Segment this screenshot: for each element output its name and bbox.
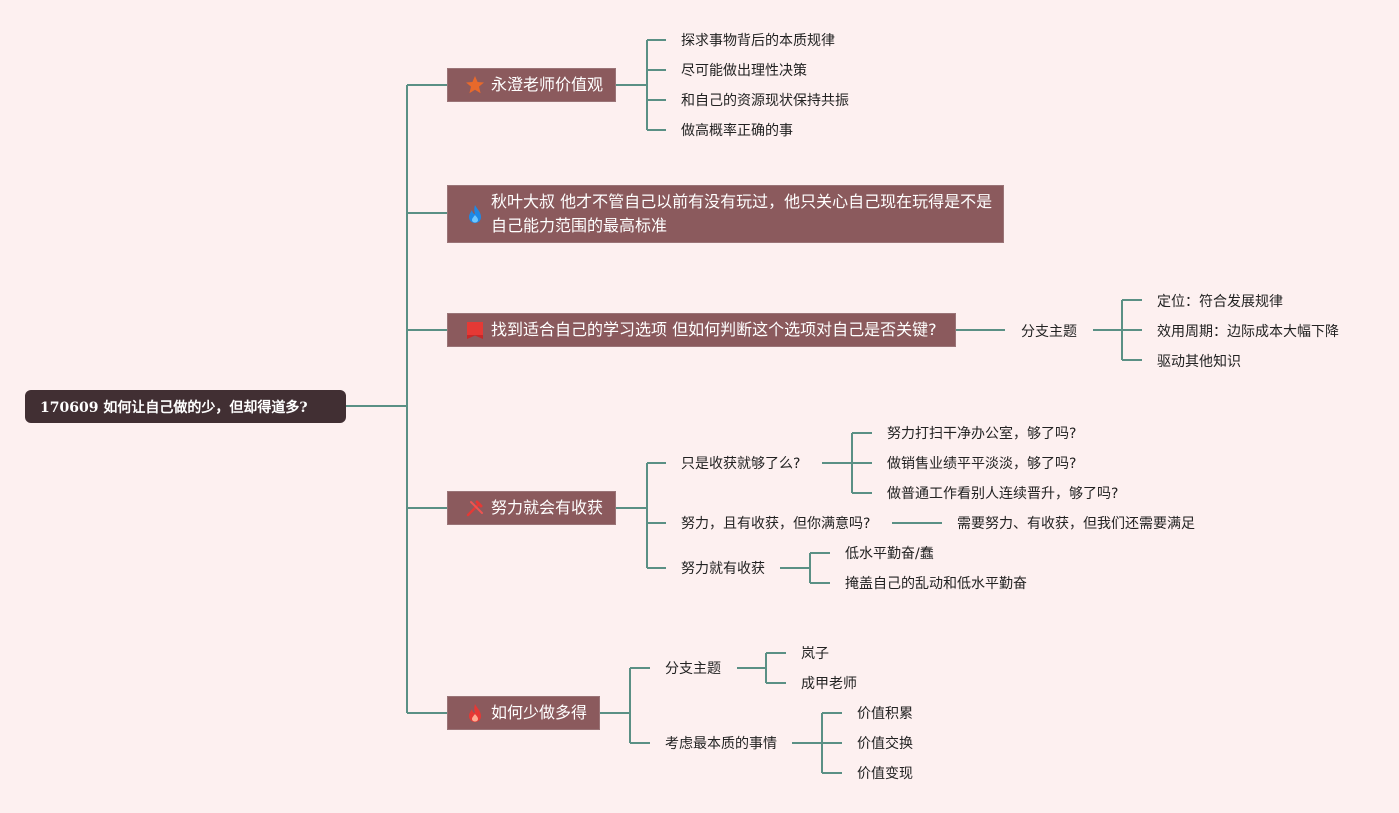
leaf-topic[interactable]: 价值变现 (857, 766, 913, 782)
main-topic-do-less[interactable]: 如何少做多得 (447, 696, 600, 730)
main-topic-learning-option[interactable]: 找到适合自己的学习选项 但如何判断这个选项对自己是否关键? (447, 313, 956, 347)
leaf-topic[interactable]: 驱动其他知识 (1157, 354, 1241, 370)
leaf-topic[interactable]: 需要努力、有收获，但我们还需要满足 (957, 516, 1195, 532)
sub-topic[interactable]: 考虑最本质的事情 (665, 736, 777, 752)
tools-icon (465, 498, 485, 518)
red-flame-icon (465, 703, 485, 723)
leaf-topic[interactable]: 成甲老师 (801, 676, 857, 692)
main-topic-qiuye[interactable]: 秋叶大叔 他才不管自己以前有没有玩过，他只关心自己现在玩得是不是自己能力范围的最… (447, 185, 1004, 243)
leaf-topic[interactable]: 岚子 (801, 646, 829, 662)
sub-topic[interactable]: 分支主题 (1021, 324, 1077, 340)
root-topic-label: 170609 如何让自己做的少，但却得道多? (40, 399, 308, 416)
red-flag-icon (465, 320, 485, 340)
leaf-topic[interactable]: 做销售业绩平平淡淡，够了吗? (887, 456, 1077, 472)
leaf-topic[interactable]: 掩盖自己的乱动和低水平勤奋 (845, 576, 1027, 592)
leaf-topic[interactable]: 低水平勤奋/蠢 (845, 546, 934, 562)
main-topic-label: 努力就会有收获 (491, 498, 604, 517)
leaf-topic[interactable]: 价值积累 (857, 706, 913, 722)
leaf-topic[interactable]: 定位：符合发展规律 (1157, 294, 1283, 310)
blue-flame-icon (465, 204, 485, 224)
leaf-topic[interactable]: 和自己的资源现状保持共振 (681, 93, 849, 109)
main-topic-label: 如何少做多得 (491, 703, 588, 722)
main-topic-label: 秋叶大叔 他才不管自己以前有没有玩过，他只关心自己现在玩得是不是自己能力范围的最… (491, 192, 993, 235)
star-icon (465, 75, 485, 95)
sub-topic[interactable]: 努力就有收获 (681, 561, 765, 577)
main-topic-label: 永澄老师价值观 (491, 75, 604, 94)
leaf-topic[interactable]: 效用周期：边际成本大幅下降 (1157, 324, 1339, 340)
leaf-topic[interactable]: 尽可能做出理性决策 (681, 63, 807, 79)
leaf-topic[interactable]: 努力打扫干净办公室，够了吗? (887, 426, 1077, 442)
leaf-topic[interactable]: 探求事物背后的本质规律 (681, 33, 835, 49)
main-topic-values[interactable]: 永澄老师价值观 (447, 68, 616, 102)
sub-topic[interactable]: 努力，且有收获，但你满意吗? (681, 516, 871, 532)
leaf-topic[interactable]: 价值交换 (857, 736, 913, 752)
main-topic-effort[interactable]: 努力就会有收获 (447, 491, 616, 525)
leaf-topic[interactable]: 做高概率正确的事 (681, 123, 793, 139)
sub-topic[interactable]: 分支主题 (665, 661, 721, 677)
root-topic[interactable]: 170609 如何让自己做的少，但却得道多? (25, 390, 346, 423)
main-topic-label: 找到适合自己的学习选项 但如何判断这个选项对自己是否关键? (491, 320, 937, 339)
sub-topic[interactable]: 只是收获就够了么? (681, 456, 801, 472)
leaf-topic[interactable]: 做普通工作看别人连续晋升，够了吗? (887, 486, 1119, 502)
